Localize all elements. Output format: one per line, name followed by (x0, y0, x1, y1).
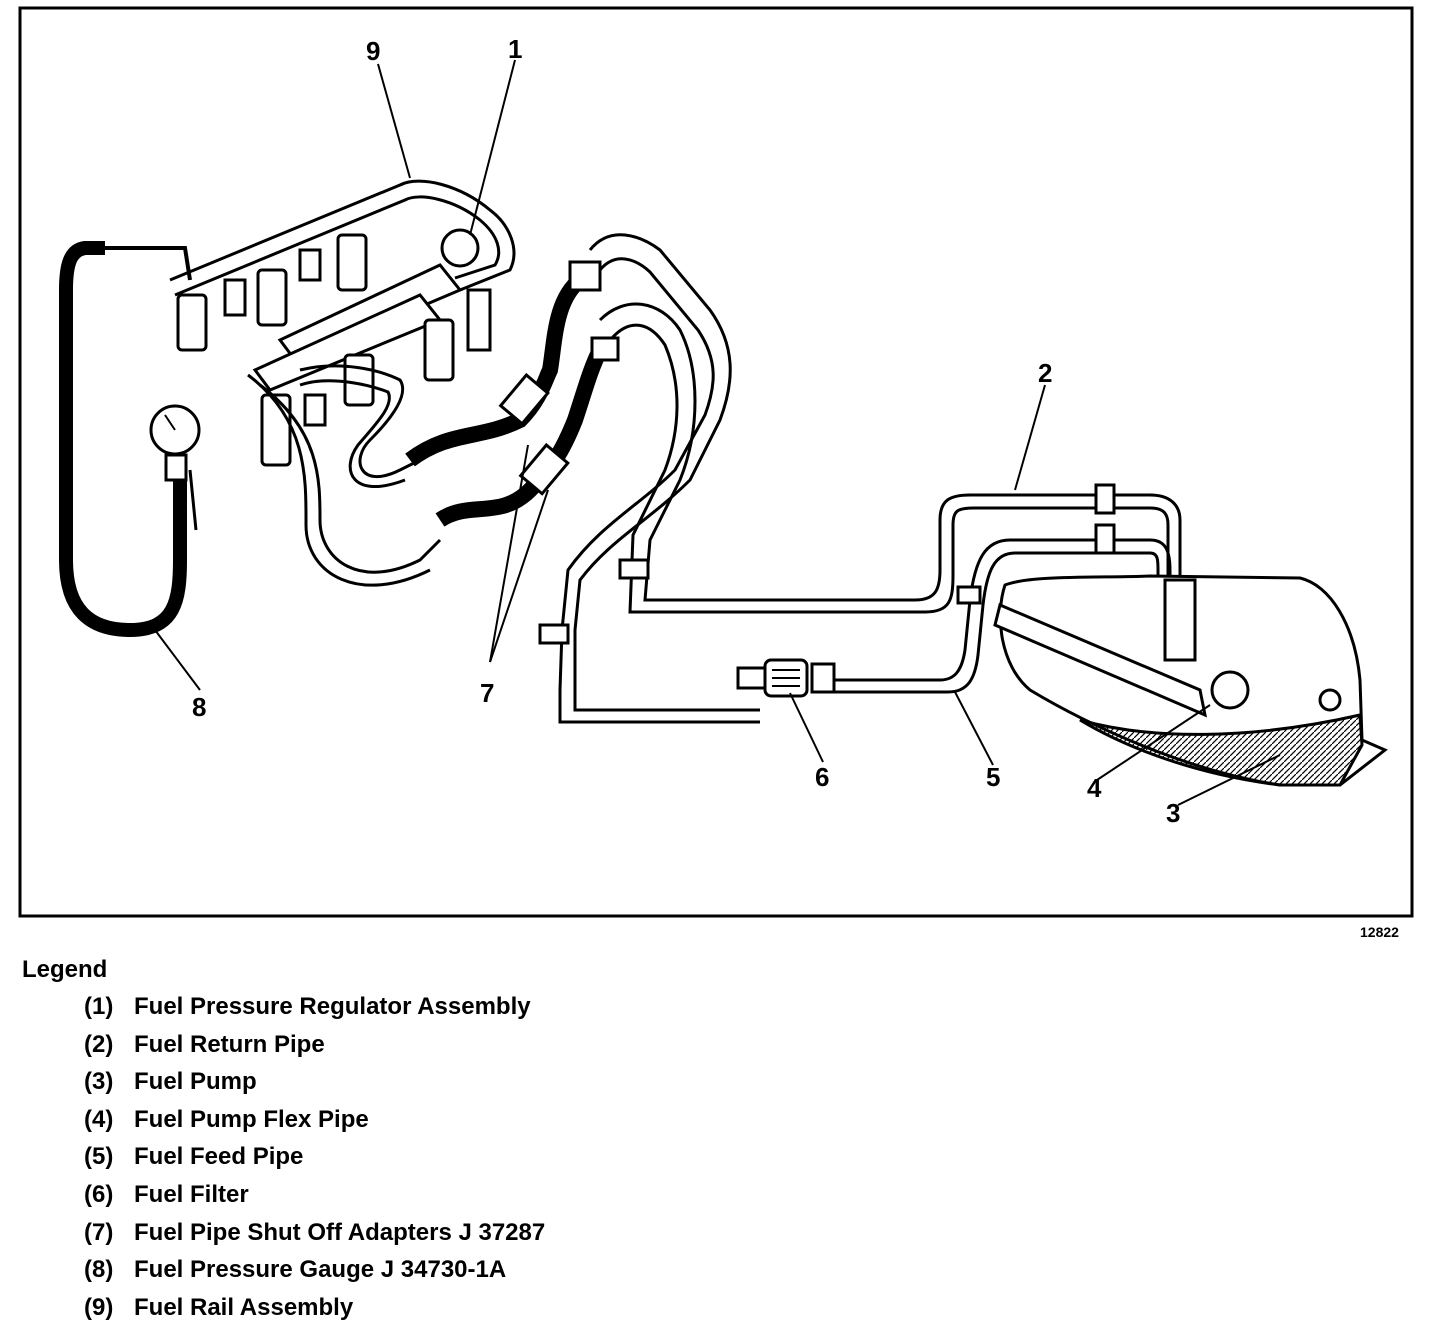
injectors (176, 233, 455, 467)
fuel-return-pipe (558, 233, 1182, 724)
legend-list: (1) Fuel Pressure Regulator Assembly (2) F… (22, 988, 545, 1326)
legend-item: (2) Fuel Return Pipe (84, 1026, 545, 1064)
legend-item-number: (6) (84, 1180, 114, 1208)
legend-item-label: Fuel Rail Assembly (134, 1293, 354, 1321)
figure-number: 12822 (1360, 924, 1399, 940)
legend-item-label: Fuel Feed Pipe (134, 1143, 304, 1171)
legend-item: (1) Fuel Pressure Regulator Assembly (84, 988, 545, 1026)
callout-labels: 1 2 3 4 5 6 7 8 9 (192, 34, 1180, 828)
legend: Legend (1) Fuel Pressure Regulator Assemb… (22, 956, 545, 1326)
leader-lines (154, 59, 1281, 806)
fuel-tank (993, 574, 1388, 787)
legend-item-number: (9) (84, 1293, 114, 1321)
legend-item: (5) Fuel Feed Pipe (84, 1138, 545, 1176)
callout-1: 1 (508, 34, 522, 64)
legend-item-label: Fuel Filter (134, 1180, 249, 1208)
legend-item: (6) Fuel Filter (84, 1176, 545, 1214)
fuel-pressure-gauge (59, 241, 201, 638)
legend-item-label: Fuel Pipe Shut Off Adapters J 37287 (134, 1218, 546, 1246)
fuel-feed-pipe (830, 538, 1172, 694)
legend-item-label: Fuel Return Pipe (134, 1030, 325, 1058)
diagram-frame (18, 6, 1414, 918)
legend-item-number: (3) (84, 1068, 114, 1096)
fuel-system-diagram: 1 2 3 4 5 6 7 8 9 (18, 6, 1414, 918)
legend-item: (4) Fuel Pump Flex Pipe (84, 1101, 545, 1139)
callout-4: 4 (1087, 773, 1102, 803)
legend-item-label: Fuel Pump Flex Pipe (134, 1105, 369, 1133)
callout-5: 5 (986, 762, 1000, 792)
callout-6: 6 (815, 762, 829, 792)
legend-item-number: (1) (84, 993, 114, 1020)
engine-fuel-lines (247, 364, 442, 587)
pipe-clips (538, 483, 1116, 645)
callout-9: 9 (366, 36, 380, 66)
fuel-filter (736, 658, 836, 698)
legend-item-label: Fuel Pump (134, 1068, 257, 1096)
legend-item: (8) Fuel Pressure Gauge J 34730-1A (84, 1251, 545, 1289)
legend-item-number: (8) (84, 1256, 114, 1284)
legend-item-label: Fuel Pressure Regulator Assembly (134, 993, 531, 1020)
legend-item: (9) Fuel Rail Assembly (84, 1289, 545, 1327)
legend-item: (7) Fuel Pipe Shut Off Adapters J 37287 (84, 1214, 545, 1252)
callout-2: 2 (1038, 358, 1052, 388)
legend-item-number: (2) (84, 1030, 114, 1058)
shut-off-adapters (405, 260, 620, 527)
legend-item: (3) Fuel Pump (84, 1063, 545, 1101)
callout-7: 7 (480, 678, 494, 708)
legend-title: Legend (22, 956, 108, 983)
callout-8: 8 (192, 692, 206, 722)
legend-item-number: (7) (84, 1218, 114, 1246)
legend-item-label: Fuel Pressure Gauge J 34730-1A (134, 1256, 507, 1284)
callout-3: 3 (1166, 798, 1180, 828)
fuel-rail-assembly (169, 179, 516, 467)
legend-item-number: (5) (84, 1143, 114, 1171)
legend-item-number: (4) (84, 1105, 114, 1133)
